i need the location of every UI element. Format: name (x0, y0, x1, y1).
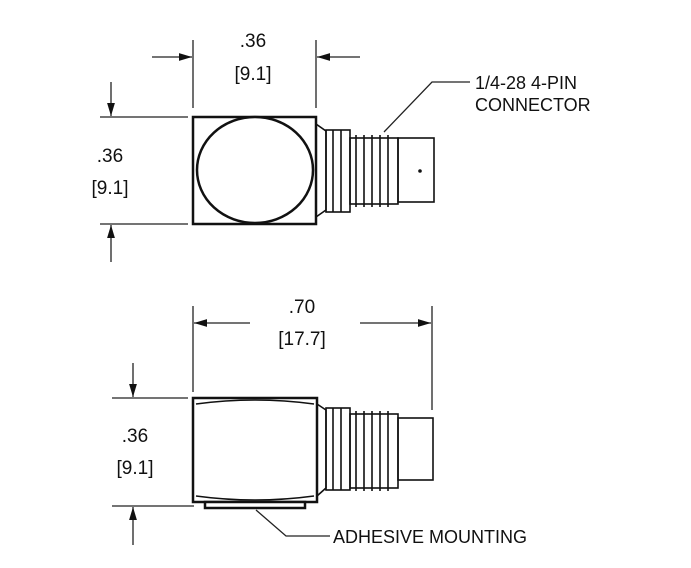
dim-inch: .36 (97, 146, 123, 167)
side-length-dimension: .70 [17.7] (192, 297, 433, 410)
dim-mm: [9.1] (117, 458, 154, 479)
dim-mm: [9.1] (235, 64, 272, 85)
connector-note-line1: 1/4-28 4-PIN (475, 73, 577, 93)
dim-mm: [9.1] (92, 178, 129, 199)
sensor-top-body (191, 115, 435, 226)
dim-mm: [17.7] (278, 329, 326, 350)
sensor-side-body (191, 396, 434, 510)
thread (349, 411, 399, 491)
dim-inch: .70 (289, 297, 315, 318)
thread (349, 135, 399, 207)
connector-callout: 1/4-28 4-PIN CONNECTOR (383, 73, 591, 133)
side-view: .70 [17.7] .36 [9.1] AD (112, 297, 527, 547)
top-view: .36 [9.1] .36 [9.1] 1/4 (92, 31, 591, 262)
top-height-dimension: .36 [9.1] (92, 82, 188, 262)
connector-note-line2: CONNECTOR (475, 95, 591, 115)
side-height-dimension: .36 [9.1] (112, 363, 194, 545)
mounting-note: ADHESIVE MOUNTING (333, 527, 527, 547)
dim-inch: .36 (240, 31, 266, 52)
dim-inch: .36 (122, 426, 148, 447)
mounting-callout: ADHESIVE MOUNTING (255, 509, 527, 547)
adhesive-pad (203, 500, 307, 510)
top-width-dimension: .36 [9.1] (152, 31, 360, 108)
